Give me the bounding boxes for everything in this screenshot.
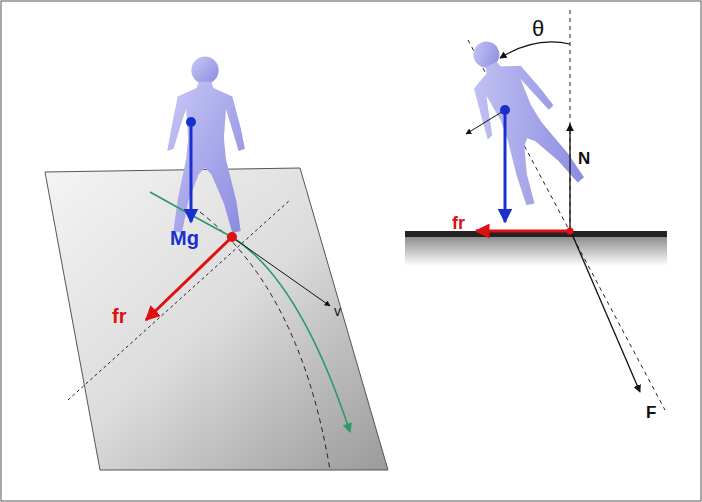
velocity-arrow [232, 237, 330, 306]
normal-label: N [578, 150, 590, 167]
small-arrow [466, 110, 505, 134]
ice-plane [45, 168, 388, 470]
angle-arc [500, 42, 570, 58]
radial-line [68, 200, 290, 400]
ground [405, 231, 667, 237]
friction-label: fr [452, 214, 465, 232]
weight-arrow [504, 110, 507, 222]
skater-figure [448, 26, 588, 209]
skater-figure [167, 57, 245, 233]
trajectory [150, 192, 350, 432]
friction-arrow [476, 230, 570, 233]
angle-label: θ [532, 18, 544, 40]
velocity-label: v [334, 304, 341, 318]
weight-arrow [190, 122, 193, 222]
vertical-line [570, 10, 571, 231]
center-of-mass [500, 105, 510, 115]
friction-arrow [146, 237, 232, 320]
contact-point [567, 228, 574, 235]
force-label: F [646, 404, 656, 421]
normal-arrow [569, 124, 570, 231]
weight-label: Mg [170, 228, 199, 248]
contact-point [227, 232, 237, 242]
friction-label: fr [112, 306, 126, 326]
center-of-mass [186, 117, 196, 127]
ground-shade [405, 236, 667, 266]
force-arrow [572, 234, 640, 392]
